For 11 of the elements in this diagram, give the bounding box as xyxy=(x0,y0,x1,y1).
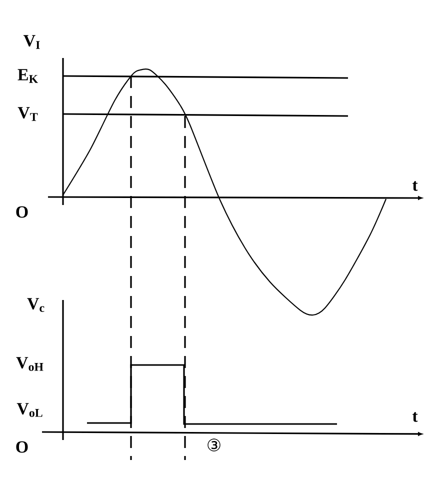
axis-label: V$_{T}$ xyxy=(18,107,38,121)
axis-label: V$_{I}$ xyxy=(23,35,40,49)
axis-label: O xyxy=(16,441,28,453)
axis-label: O xyxy=(16,206,28,218)
circled-number: ③ xyxy=(208,438,220,452)
axis-label: t xyxy=(412,181,418,191)
axis-label: V$_{c}$ xyxy=(27,298,44,312)
axis-label: V$_{oH}$ xyxy=(16,357,44,371)
axis-label: V$_{oL}$ xyxy=(16,403,42,417)
axis-label: t xyxy=(412,412,418,422)
axis-label: E$_{K}$ xyxy=(18,69,38,83)
